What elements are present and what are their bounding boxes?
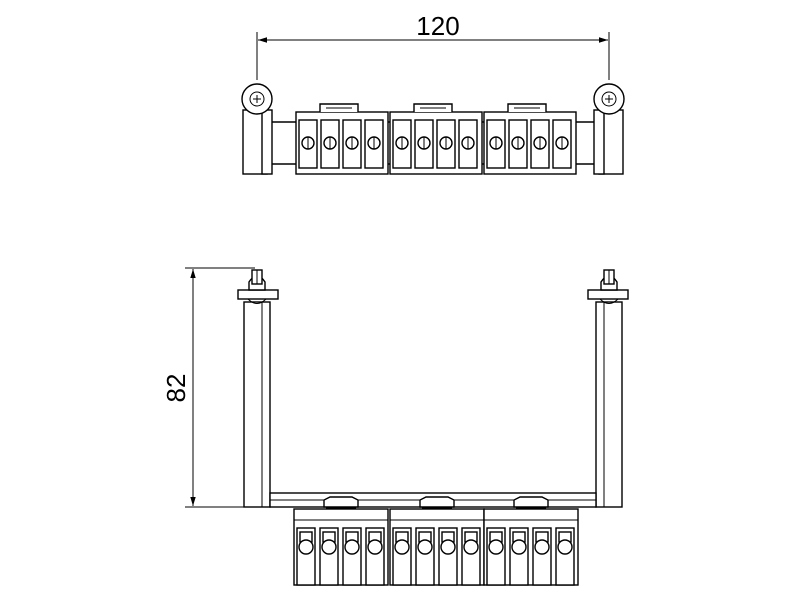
front-terminal-blocks — [293, 496, 579, 586]
screw-terminal — [463, 539, 479, 555]
right-end-bracket — [593, 83, 625, 175]
top-view: 120 — [241, 11, 625, 175]
top-terminal-blocks — [295, 103, 577, 175]
left-end-bracket — [241, 83, 273, 175]
width-dimension: 120 — [256, 11, 610, 80]
screw-terminal — [557, 539, 573, 555]
screw-terminal — [534, 539, 550, 555]
screw-terminal — [394, 539, 410, 555]
height-dimension: 82 — [161, 267, 255, 508]
top-terminal-block — [295, 103, 389, 175]
screw-terminal — [417, 539, 433, 555]
top-terminal-block — [389, 103, 483, 175]
screw-terminal — [321, 539, 337, 555]
top-terminal-block — [483, 103, 577, 175]
screw-terminal — [488, 539, 504, 555]
width-dimension-label: 120 — [416, 11, 459, 41]
right-post — [587, 269, 629, 508]
screw-terminal — [440, 539, 456, 555]
screw-terminal — [344, 539, 360, 555]
screw-terminal — [367, 539, 383, 555]
front-terminal-block — [293, 496, 389, 586]
screw-terminal — [298, 539, 314, 555]
screw-terminal — [511, 539, 527, 555]
front-terminal-block — [389, 496, 485, 586]
left-post — [237, 269, 279, 508]
front-view: 82 — [161, 267, 629, 586]
height-dimension-label: 82 — [161, 374, 191, 403]
front-terminal-block — [483, 496, 579, 586]
